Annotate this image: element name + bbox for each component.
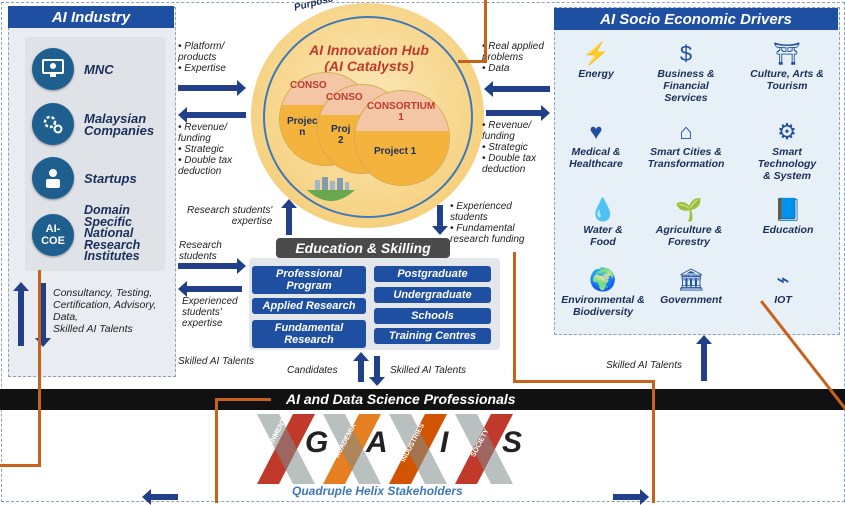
heartbeat-icon: ♥	[589, 119, 603, 144]
entity-label-mnc: MNC	[84, 62, 114, 77]
flow-skilled-right: Skilled AI Talents	[606, 360, 682, 371]
left-down-arrow	[35, 283, 51, 347]
orange-connector-bottom-h	[215, 398, 271, 401]
bottom-left-arrow	[142, 489, 178, 505]
ai-coe-icon: AI- COE	[32, 214, 74, 256]
flow-skilled-left: Skilled AI Talents	[178, 356, 254, 367]
edu-applied-research: Applied Research	[252, 298, 366, 314]
project-back-2-label: Proj 2	[331, 124, 351, 146]
edu-schools: Schools	[374, 308, 491, 324]
edu-training-centres: Training Centres	[374, 328, 491, 344]
entity-label-research-institutes: Domain Specific National Research Instit…	[84, 203, 141, 263]
education-title: Education & Skilling	[276, 238, 450, 258]
government-icon: 🏛	[677, 267, 705, 292]
orange-connector-left-h	[0, 464, 41, 467]
edu-fundamental-research: Fundamental Research	[252, 320, 366, 348]
flow-skilled-mid: Skilled AI Talents	[390, 365, 466, 376]
globe-icon: 🌍	[589, 267, 617, 292]
edu-undergraduate: Undergraduate	[374, 287, 491, 303]
professionals-title: AI and Data Science Professionals	[286, 391, 516, 407]
driver-medical: ♥Medical & Healthcare	[551, 118, 641, 170]
driver-smart-cities: ⌂Smart Cities & Transformation	[641, 118, 731, 170]
flow-revenue-left: • Revenue/ funding • Strategic • Double …	[178, 122, 233, 177]
consortium-circle-front	[354, 90, 450, 186]
gais-letter-i: I	[440, 426, 449, 459]
gears-icon	[32, 103, 74, 145]
entity-label-startups: Startups	[84, 171, 137, 186]
driver-energy: ⚡Energy	[551, 40, 641, 80]
orange-connector-mid-v	[652, 380, 655, 503]
left-bottom-note: Consultancy, Testing, Certification, Adv…	[53, 287, 157, 335]
driver-smart-tech: ⚙Smart Technology & System	[742, 118, 832, 182]
city-bowl-icon	[303, 176, 359, 206]
flow-left-arrow-experienced	[178, 281, 242, 297]
plant-icon: 🌱	[675, 197, 703, 222]
hub-title: AI Innovation Hub	[309, 42, 429, 58]
edu-postgraduate: Postgraduate	[374, 266, 491, 282]
dollar-icon: $	[679, 41, 693, 66]
driver-culture: ⛩Culture, Arts & Tourism	[742, 40, 832, 92]
left-up-arrow	[13, 282, 29, 346]
skilled-down-arrow	[369, 356, 385, 386]
flow-applied: • Real applied problems • Data	[482, 41, 544, 74]
entity-label-malaysian-companies: Malaysian Companies	[84, 111, 155, 138]
smart-city-icon: ⌂	[679, 119, 693, 144]
flow-experienced-left: Experienced students' expertise	[182, 296, 238, 329]
driver-environment: 🌍Environmental & Biodiversity	[558, 266, 648, 318]
flow-research-students: Research students	[179, 240, 222, 262]
orange-connector-top-h	[458, 60, 487, 63]
flow-right-arrow-1	[178, 80, 246, 96]
flow-research-expertise: Research students' expertise	[187, 205, 273, 227]
driver-agriculture: 🌱Agriculture & Forestry	[644, 196, 734, 248]
orange-connector-left-v	[38, 270, 41, 466]
consortium-back-1-label: CONSO	[290, 80, 327, 91]
socio-economic-title: AI Socio Economic Drivers	[554, 8, 838, 30]
robot-arm-icon: ⚙	[777, 119, 797, 144]
flow-right-arrow-right-2	[486, 105, 550, 121]
water-drop-icon: 💧	[589, 197, 617, 222]
flow-candidates: Candidates	[287, 365, 338, 376]
orange-connector-top-v	[484, 0, 487, 62]
flow-right-arrow-students	[178, 258, 246, 274]
driver-education: 📘Education	[743, 196, 833, 236]
driver-water: 💧Water & Food	[558, 196, 648, 248]
orange-connector-mid-v2	[513, 252, 516, 382]
flow-up-arrow-expertise	[281, 199, 297, 235]
gais-caption: Quadruple Helix Stakeholders	[292, 484, 463, 498]
iot-icon: ⌁	[776, 267, 790, 292]
flow-left-arrow-1	[178, 107, 246, 123]
socio-economic-panel	[554, 7, 840, 335]
gais-logo	[253, 412, 545, 486]
orange-connector-mid-h	[513, 380, 655, 383]
orange-connector-bottom-v	[215, 398, 218, 503]
candidates-up-arrow	[353, 352, 369, 382]
startup-person-icon	[32, 157, 74, 199]
gais-letter-s: S	[502, 426, 523, 459]
flow-experienced-right: • Experienced students • Fundamental res…	[450, 201, 525, 245]
book-icon: 📘	[774, 197, 802, 222]
driver-government: 🏛Government	[646, 266, 736, 306]
driver-business: $Business & Financial Services	[641, 40, 731, 104]
professionals-bar	[0, 389, 845, 410]
energy-icon: ⚡	[582, 41, 610, 66]
flow-left-arrow-right-1	[484, 81, 550, 97]
consortium-front-label: CONSORTIUM 1	[366, 101, 436, 123]
gais-letter-a: A	[366, 426, 388, 459]
right-up-arrow	[696, 335, 712, 381]
flow-platform: • Platform/ products • Expertise	[178, 41, 226, 74]
culture-icon: ⛩	[773, 41, 801, 66]
hub-subtitle: (AI Catalysts)	[324, 58, 414, 74]
monitor-gear-icon	[32, 48, 74, 90]
flow-down-arrow-experienced	[432, 205, 448, 235]
gais-letter-g: G	[305, 426, 329, 459]
edu-professional-program: Professional Program	[252, 266, 366, 294]
project-back-1-label: Projec n	[287, 116, 318, 138]
driver-iot: ⌁IOT	[738, 266, 828, 306]
flow-revenue-right: • Revenue/ funding • Strategic • Double …	[482, 120, 537, 175]
consortium-back-2-label: CONSO	[326, 92, 363, 103]
hub-ring	[263, 16, 473, 218]
project-front-label: Project 1	[374, 146, 417, 157]
ai-industry-title: AI Industry	[8, 6, 174, 28]
bottom-right-arrow	[613, 489, 649, 505]
